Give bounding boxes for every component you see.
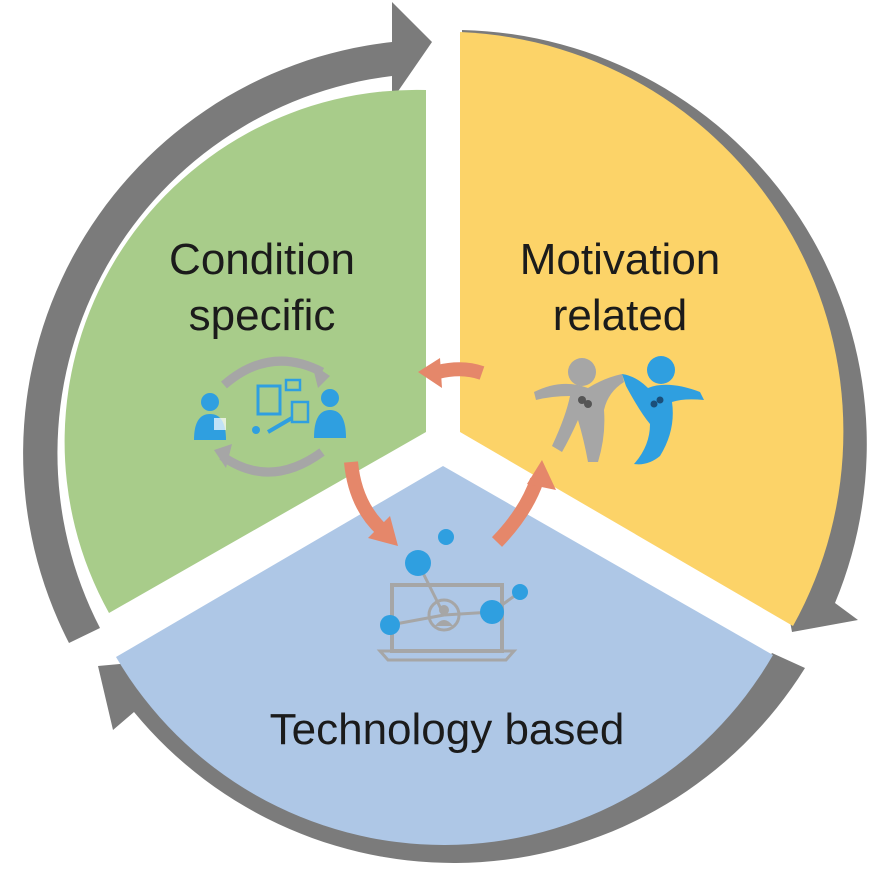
connector-arrow-motivation-to-condition [418,358,485,388]
connector-arrow-condition-to-technology [344,461,398,546]
ring-arrow-left [23,2,433,643]
high-five-people-icon [534,356,704,465]
segment-condition-specific [64,89,426,613]
segments [64,32,844,845]
laptop-network-icon [376,529,528,662]
outer-ring [23,2,867,863]
connector-arrows [344,358,556,547]
motivation-label-line1: Motivation [520,235,721,284]
condition-label-line2: specific [189,291,336,340]
ring-arrow-right [462,30,867,632]
motivation-label-line2: related [553,291,688,340]
technology-label: Technology based [270,705,625,754]
connector-arrow-technology-to-motivation [491,460,556,547]
segment-labels: Condition specific Motivation related Te… [169,235,720,754]
segment-technology-based [116,466,773,845]
segment-motivation-related [460,32,844,626]
healthcare-cycle-icon [194,356,346,477]
ring-arrow-bottom [98,653,805,863]
condition-label-line1: Condition [169,235,355,284]
